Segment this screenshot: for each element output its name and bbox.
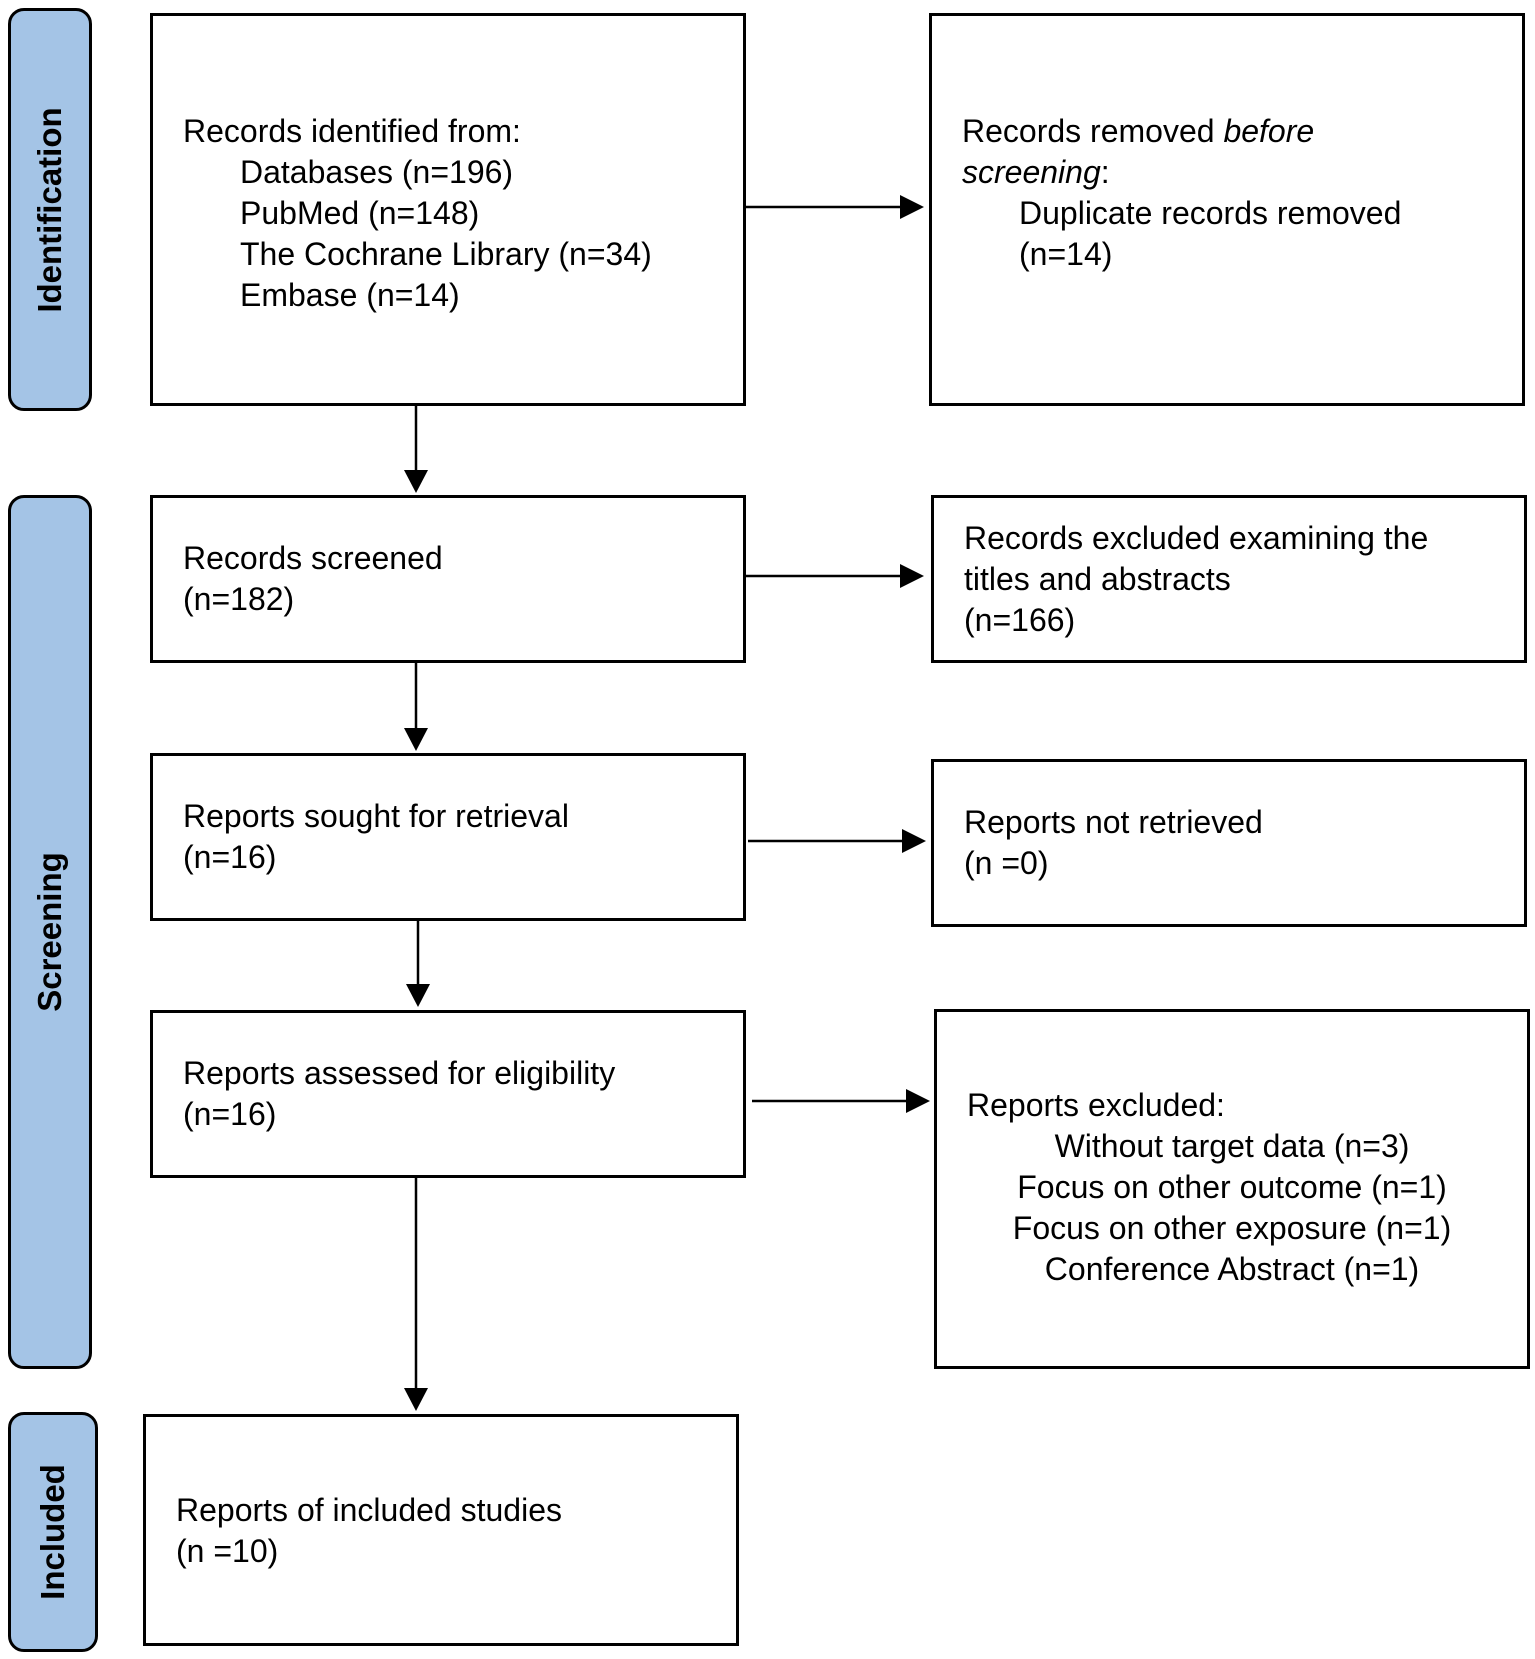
records-excluded-line2: titles and abstracts (964, 561, 1231, 597)
records-screened-label: Records screened (183, 540, 443, 576)
reason-other-outcome: Focus on other outcome (n=1) (1017, 1169, 1447, 1205)
source-databases: Databases (n=196) (240, 154, 514, 190)
reason-without-target-data: Without target data (n=3) (1054, 1128, 1410, 1164)
arrowhead-identified-to-removed (900, 195, 924, 219)
records-removed-screening: screening (962, 154, 1101, 190)
reports-sought-label: Reports sought for retrieval (183, 798, 569, 834)
reports-not-retrieved-box: Reports not retrieved (n =0) (931, 759, 1527, 927)
reports-not-retrieved-label: Reports not retrieved (964, 804, 1263, 840)
records-excluded-box: Records excluded examining the titles an… (931, 495, 1527, 663)
records-screened-count: (n=182) (183, 581, 295, 617)
records-excluded-line1: Records excluded examining the (964, 520, 1429, 556)
records-removed-count: (n=14) (1019, 236, 1113, 272)
arrowhead-assessed-to-included (404, 1388, 428, 1411)
records-removed-box: Records removed before screening: Duplic… (929, 13, 1525, 406)
reports-excluded-reasons: Without target data (n=3) Focus on other… (967, 1126, 1527, 1290)
records-excluded-count: (n=166) (964, 602, 1076, 638)
records-removed-colon: : (1100, 154, 1110, 190)
source-pubmed: PubMed (n=148) (240, 195, 480, 231)
arrowhead-screened-to-sought (404, 728, 428, 751)
reports-assessed-count: (n=16) (183, 1096, 277, 1132)
arrowhead-sought-to-not-retrieved (902, 829, 926, 853)
source-cochrane: The Cochrane Library (n=34) (240, 236, 652, 272)
phase-included: Included (8, 1412, 98, 1652)
records-identified-heading: Records identified from: (183, 113, 521, 149)
records-screened-box: Records screened (n=182) (150, 495, 746, 663)
reports-not-retrieved-count: (n =0) (964, 845, 1049, 881)
reports-included-box: Reports of included studies (n =10) (143, 1414, 739, 1646)
reports-assessed-label: Reports assessed for eligibility (183, 1055, 616, 1091)
records-identified-box: Records identified from: Databases (n=19… (150, 13, 746, 406)
reports-sought-box: Reports sought for retrieval (n=16) (150, 753, 746, 921)
reports-assessed-box: Reports assessed for eligibility (n=16) (150, 1010, 746, 1178)
records-removed-heading-start: Records removed (962, 113, 1224, 149)
reason-conference-abstract: Conference Abstract (n=1) (1044, 1251, 1420, 1287)
source-embase: Embase (n=14) (240, 277, 460, 313)
reports-excluded-box: Reports excluded: Without target data (n… (934, 1009, 1530, 1369)
reports-included-count: (n =10) (176, 1533, 279, 1569)
reports-sought-count: (n=16) (183, 839, 277, 875)
phase-screening: Screening (8, 495, 92, 1369)
arrowhead-identified-to-screened (404, 470, 428, 493)
records-removed-detail: Duplicate records removed (1019, 195, 1402, 231)
arrowhead-sought-to-assessed (406, 984, 430, 1007)
reports-excluded-heading: Reports excluded: (967, 1087, 1225, 1123)
phase-identification: Identification (8, 8, 92, 411)
arrowhead-screened-to-excluded (900, 564, 924, 588)
reports-included-label: Reports of included studies (176, 1492, 562, 1528)
records-removed-heading-line2: screening: (962, 152, 1522, 193)
arrowhead-assessed-to-excluded (906, 1089, 930, 1113)
records-removed-heading-line1: Records removed before (962, 111, 1522, 152)
records-removed-before: before (1223, 113, 1315, 149)
reason-other-exposure: Focus on other exposure (n=1) (1012, 1210, 1452, 1246)
